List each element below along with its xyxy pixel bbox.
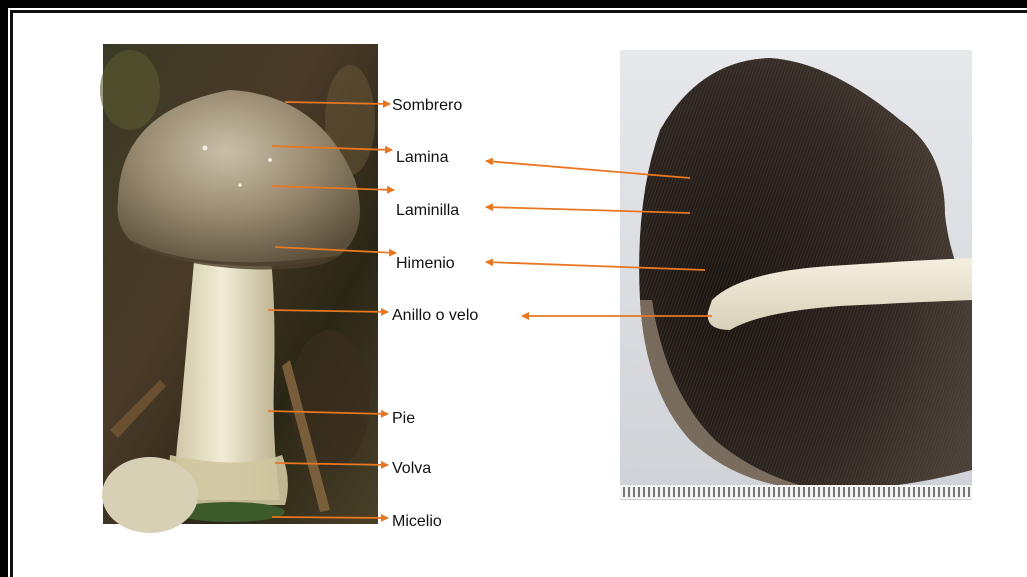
labels: Sombrero Lamina Laminilla Himenio Anillo…	[392, 97, 478, 530]
right-photo	[620, 50, 972, 500]
label-himenio: Himenio	[396, 255, 455, 272]
left-photo	[100, 44, 378, 533]
small-mushroom-cap	[102, 457, 198, 533]
label-pie: Pie	[392, 410, 415, 427]
foliage-blob	[290, 330, 370, 470]
label-lamina: Lamina	[396, 149, 449, 166]
label-volva: Volva	[392, 460, 431, 477]
cap-speck	[203, 146, 208, 151]
arrow-micelio	[272, 517, 388, 518]
foliage-blob	[100, 50, 160, 130]
label-micelio: Micelio	[392, 513, 442, 530]
cap-speck	[238, 183, 242, 187]
cap-speck	[268, 158, 272, 162]
label-anillo: Anillo o velo	[392, 307, 478, 324]
label-laminilla: Laminilla	[396, 202, 459, 219]
label-sombrero: Sombrero	[392, 97, 462, 114]
